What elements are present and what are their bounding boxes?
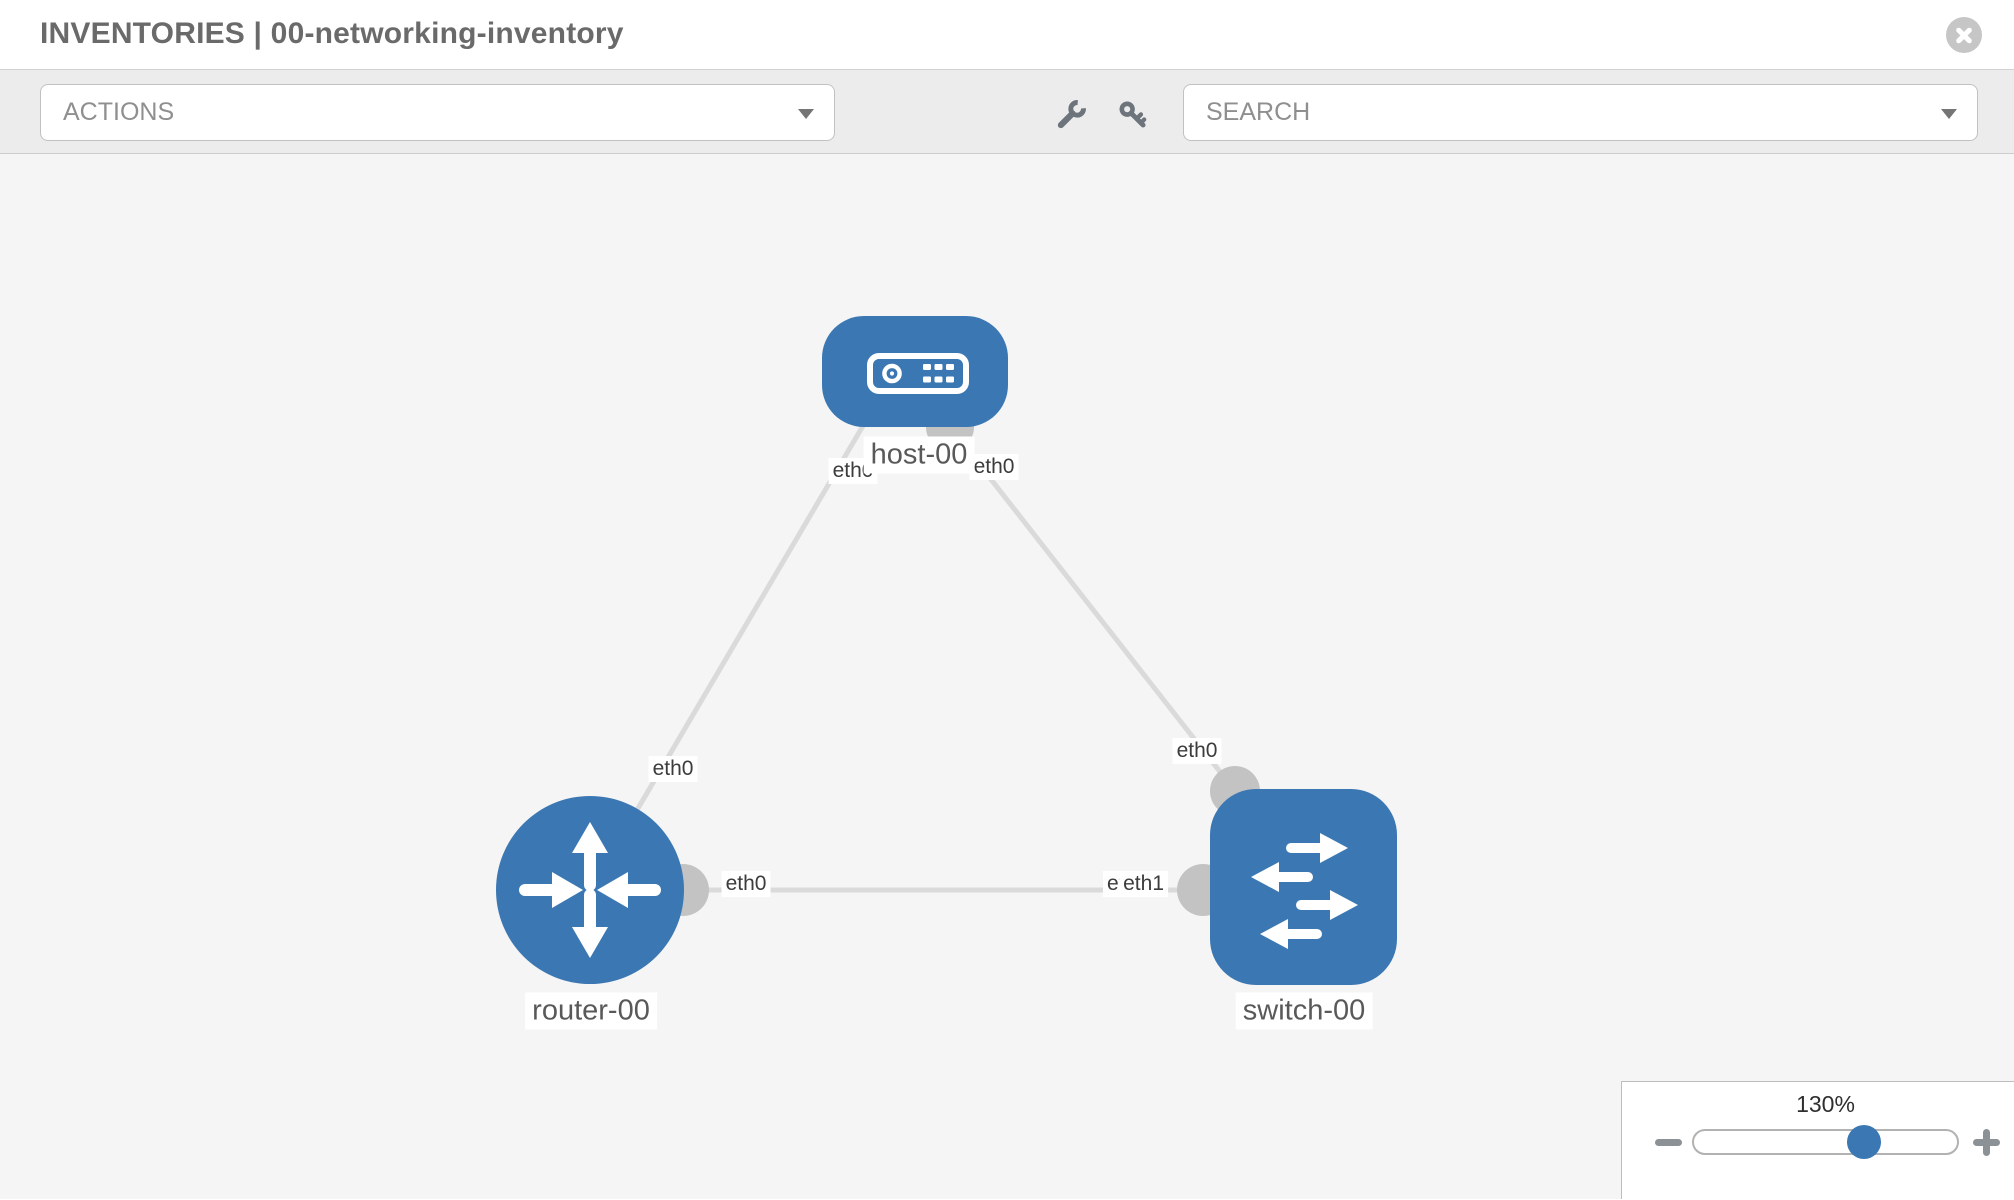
chevron-down-icon bbox=[1941, 109, 1957, 119]
key-icon bbox=[1119, 101, 1147, 128]
node-label-host: host-00 bbox=[863, 436, 975, 474]
toolbar: ACTIONS SEARCH bbox=[0, 70, 2014, 154]
zoom-slider-knob[interactable] bbox=[1847, 1125, 1881, 1159]
search-dropdown-label: SEARCH bbox=[1206, 98, 1311, 126]
node-switch-00[interactable] bbox=[1210, 789, 1397, 985]
node-host-00[interactable] bbox=[822, 316, 1008, 427]
node-label-switch: switch-00 bbox=[1235, 992, 1373, 1030]
zoom-control-panel: 130% bbox=[1621, 1081, 2014, 1199]
switch-arrows-icon bbox=[1251, 833, 1358, 949]
page-title: INVENTORIES | 00-networking-inventory bbox=[40, 17, 624, 50]
node-router-00[interactable] bbox=[496, 796, 684, 984]
zoom-level: 130% bbox=[1796, 1091, 1855, 1117]
interface-label: eth0 bbox=[648, 756, 698, 782]
interface-label: eth0 bbox=[969, 454, 1019, 480]
interface-label: eth1 bbox=[1119, 871, 1168, 897]
actions-dropdown[interactable]: ACTIONS bbox=[40, 84, 835, 141]
interface-label: eth0 bbox=[1172, 738, 1222, 764]
key-button[interactable] bbox=[1114, 96, 1152, 134]
topology-canvas[interactable]: eth0 eth0 eth0 eth0 eth0 eth0 eth1 host-… bbox=[0, 154, 2014, 1199]
page-header: INVENTORIES | 00-networking-inventory bbox=[0, 0, 2014, 70]
chevron-down-icon bbox=[798, 109, 814, 119]
search-dropdown[interactable]: SEARCH bbox=[1183, 84, 1978, 141]
zoom-in-button[interactable] bbox=[1973, 1129, 2000, 1156]
router-arrows-icon bbox=[519, 822, 661, 958]
zoom-out-button[interactable] bbox=[1655, 1139, 1682, 1146]
actions-dropdown-label: ACTIONS bbox=[63, 98, 175, 126]
node-label-router: router-00 bbox=[525, 992, 657, 1030]
interface-label: eth0 bbox=[721, 871, 771, 897]
plus-icon bbox=[1983, 1129, 1990, 1156]
wrench-button[interactable] bbox=[1052, 96, 1090, 134]
wrench-icon bbox=[1057, 100, 1086, 129]
zoom-slider-track[interactable] bbox=[1692, 1129, 1959, 1155]
close-button[interactable] bbox=[1946, 17, 1982, 53]
link-host-switch[interactable] bbox=[948, 425, 1237, 793]
host-faceplate-icon bbox=[867, 353, 969, 394]
